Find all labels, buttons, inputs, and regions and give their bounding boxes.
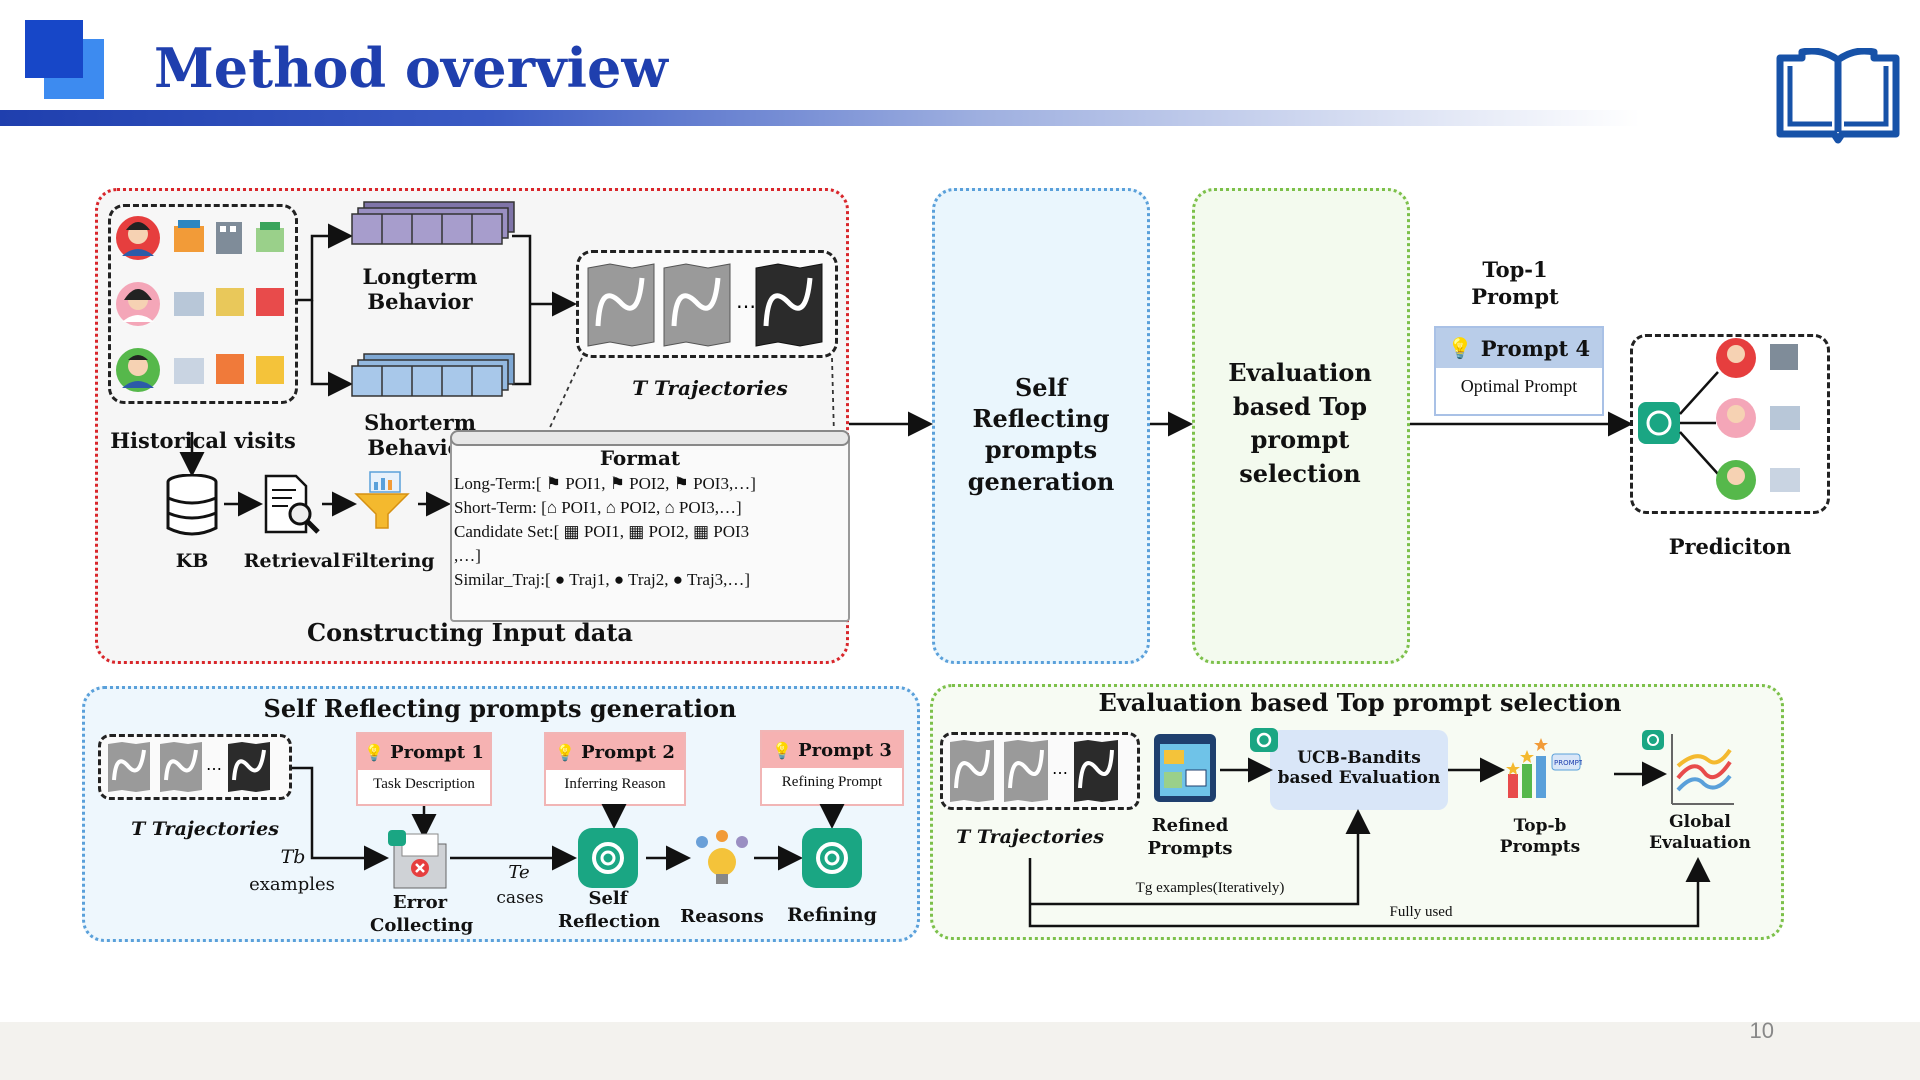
svg-text:…: … [1052,759,1068,778]
prompt4-title: Prompt 4 [1480,335,1591,361]
openai-icon [1638,402,1680,444]
prompt3-title: Prompt 3 [798,739,892,761]
lightbulb-icon: 💡 [364,742,385,762]
lightbulb-icon: 💡 [555,742,576,762]
ucb-box [1270,730,1448,810]
prediction-label: Prediciton [1668,534,1792,559]
refined-prompts-label: Refined Prompts [1147,815,1233,860]
self-reflection-label: Self Reflection [558,888,661,932]
lightbulb-icon: 💡 [1447,336,1473,360]
filter-funnel-icon [354,471,410,529]
prompt1-desc: Task Description [373,776,475,792]
global-evaluation-icon [1642,730,1734,805]
prompt4-card: 💡 Prompt 4 Optimal Prompt [1434,326,1604,416]
kb-label: KB [175,550,209,572]
constructing-input-label: Constructing Input data [307,618,633,647]
book-icon [1776,48,1900,144]
prompt1-title: Prompt 1 [390,741,484,763]
building-icons [174,220,284,384]
global-evaluation-label: Global Evaluation [1649,812,1751,854]
examples-label: examples [249,874,335,895]
title-underline [0,110,1640,126]
svg-text:…: … [206,755,222,774]
trajectory-maps-icon: … [108,742,270,792]
te-label: Te [508,862,530,883]
format-line-candidate-end: ,…] [454,546,481,565]
lightbulb-icon: 💡 [772,740,793,760]
prompt2-desc: Inferring Reason [564,776,666,792]
filtering-label: Filtering [341,550,435,572]
t-trajectories-top-label: T Trajectories [632,376,788,400]
format-line-candidate: Candidate Set:[ ▦ POI1, ▦ POI2, ▦ POI3 [454,522,750,541]
longterm-behavior-label: Longterm Behavior [362,264,478,314]
database-icon [166,474,218,536]
refining-label: Refining [787,904,877,926]
error-collecting-icon [388,830,447,889]
format-line-longterm: Long-Term:[ ⚑ POI1, ⚑ POI2, ⚑ POI3,…] [454,474,756,493]
trajectory-maps-icon: … [587,263,823,347]
srpg-detail-title: Self Reflecting prompts generation [263,694,737,723]
cases-label: cases [496,888,544,908]
openai-self-reflection-icon [578,828,638,888]
user-avatars-grid [116,216,284,392]
srpg-panel [932,188,1150,664]
shortterm-behavior-stack [351,353,515,397]
openai-refining-icon [802,828,862,888]
reasons-icon [696,830,748,884]
ebtps-label: Evaluation based Top prompt selection [1228,358,1372,488]
page-number: 10 [1749,1018,1774,1043]
srpg-label: Self Reflecting prompts generation [967,373,1115,496]
prompt4-header: 💡 Prompt 4 [1436,328,1602,368]
refined-prompts-icon [1154,734,1216,802]
prediction-diagram [1638,338,1800,500]
prompt2-title: Prompt 2 [581,741,675,763]
srpg-detail-panel [82,686,920,942]
error-collecting-label: Error Collecting [370,892,474,936]
prompt2-card: 💡Prompt 2 Inferring Reason [544,732,686,806]
top1-prompt-label: Top-1 Prompt [1471,257,1559,310]
trajectory-maps-icon: … [950,740,1118,802]
retrieval-label: Retrieval [243,550,341,572]
ucb-label: UCB-Bandits based Evaluation [1277,748,1441,789]
format-title: Format [599,446,681,470]
prompt1-card: 💡Prompt 1 Task Description [356,732,492,806]
top-b-prompts-icon: PROMPT [1506,738,1582,798]
retrieval-icon [264,474,320,534]
tg-examples-label: Tg examples(Iteratively) [1135,880,1285,896]
slide-footer [0,1022,1920,1080]
reasons-label: Reasons [680,906,764,927]
t-trajectories-br-label: T Trajectories [956,826,1104,848]
tb-label: Tb [280,846,306,868]
slide-title: Method overview [154,36,668,100]
top-b-prompts-label: Top-b Prompts [1499,816,1581,858]
format-scroll-curl-top [450,430,850,446]
fully-used-label: Fully used [1389,904,1453,920]
user-avatar-icon [116,216,160,260]
svg-text:…: … [736,289,756,313]
openai-icon [1250,728,1278,752]
historical-visits-label: Historical visits [110,428,296,453]
prompt3-desc: Refining Prompt [781,774,883,790]
t-trajectories-bl-label: T Trajectories [131,818,279,840]
ebtps-panel [1192,188,1410,664]
format-line-similar: Similar_Traj:[ ● Traj1, ● Traj2, ● Traj3… [454,570,751,589]
prompt-tag-text: PROMPT [1554,759,1582,767]
format-line-shortterm: Short-Term: [⌂ POI1, ⌂ POI2, ⌂ POI3,…] [454,498,742,517]
format-scroll [450,434,850,622]
ebtps-detail-title: Evaluation based Top prompt selection [1098,688,1622,717]
optimal-prompt-text: Optimal Prompt [1460,376,1578,396]
user-avatar-icon [116,348,160,392]
longterm-behavior-stack [351,201,515,245]
logo-square-dark [25,20,83,78]
user-avatar-icon [116,282,160,326]
